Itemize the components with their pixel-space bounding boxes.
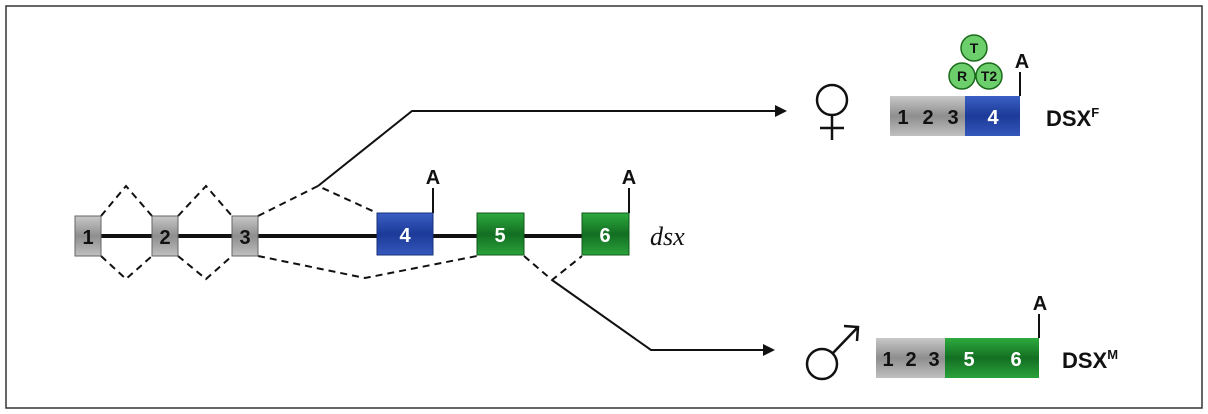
gene-exon-4: 4 xyxy=(376,212,434,256)
male-exon-3-label: 3 xyxy=(928,349,939,371)
female-pathway-arrow xyxy=(317,105,787,187)
male-transcript: 1 2 3 5 6 xyxy=(876,338,1039,378)
male-symbol-icon xyxy=(805,324,860,381)
cofactor-label-T: T xyxy=(970,40,979,56)
female-protein-label: DSXF xyxy=(1046,105,1099,131)
female-protein-sup: F xyxy=(1091,105,1099,120)
male-exon-6-label: 6 xyxy=(1010,349,1021,371)
cofactor-cluster: T R T2 xyxy=(948,34,1003,90)
gene-exon-2: 2 xyxy=(151,215,179,257)
gene-exon-1-label: 1 xyxy=(82,227,93,249)
gene-exon-4-label: 4 xyxy=(399,225,411,247)
cofactor-label-R: R xyxy=(957,68,967,84)
gene-polyA-site-exon6: A xyxy=(622,167,636,213)
splice-connectors xyxy=(100,184,583,282)
male-exon-1-label: 1 xyxy=(882,349,893,371)
pathway-lines xyxy=(317,105,787,356)
cofactor-circle-T2 xyxy=(975,62,1003,90)
gene-polyA-label-exon4: A xyxy=(426,167,440,189)
male-protein-base: DSX xyxy=(1062,348,1108,373)
figure-frame xyxy=(5,5,1203,409)
female-exon-4-label: 4 xyxy=(987,107,999,129)
gene-exon-3-label: 3 xyxy=(239,227,250,249)
female-exon-3-label: 3 xyxy=(947,107,958,129)
female-symbol-icon xyxy=(815,83,849,140)
female-exon-1-label: 1 xyxy=(897,107,908,129)
splice-3-4-female xyxy=(257,184,378,217)
splice-2-3-top xyxy=(177,184,233,217)
male-exon-5-label: 5 xyxy=(963,349,974,371)
male-protein-sup: M xyxy=(1107,347,1118,362)
splice-1-2-top xyxy=(100,184,153,217)
gene-polyA-label-exon6: A xyxy=(622,167,636,189)
female-exon-2-label: 2 xyxy=(922,107,933,129)
splice-1-2-bottom xyxy=(100,255,153,281)
male-exon-2-label: 2 xyxy=(905,349,916,371)
gene-exon-5: 5 xyxy=(476,212,525,256)
splice-3-5-male xyxy=(257,255,478,280)
female-transcript: 1 2 3 4 xyxy=(890,96,1020,136)
male-protein-label: DSXM xyxy=(1062,347,1118,373)
cofactor-circle-T xyxy=(960,34,988,62)
splice-5-6-male xyxy=(523,255,583,282)
gene-polyA-site-exon4: A xyxy=(426,167,440,213)
splice-2-3-bottom xyxy=(177,255,233,281)
female-polyA-label: A xyxy=(1015,51,1029,73)
cofactor-circle-R xyxy=(948,62,976,90)
gene-name-label: dsx xyxy=(650,222,685,251)
cofactor-label-T2: T2 xyxy=(981,68,998,84)
gene-exon-3: 3 xyxy=(231,215,259,257)
gene-exon-1: 1 xyxy=(74,215,102,257)
gene-exon-6-label: 6 xyxy=(599,225,610,247)
gene-exon-2-label: 2 xyxy=(159,227,170,249)
male-polyA-site: A xyxy=(1033,293,1047,338)
male-polyA-label: A xyxy=(1033,293,1047,315)
gene-exon-6: 6 xyxy=(581,212,630,256)
female-polyA-site: A xyxy=(1015,51,1029,96)
female-protein-base: DSX xyxy=(1046,106,1092,131)
gene-exon-5-label: 5 xyxy=(494,225,505,247)
male-pathway-arrow xyxy=(551,279,775,356)
